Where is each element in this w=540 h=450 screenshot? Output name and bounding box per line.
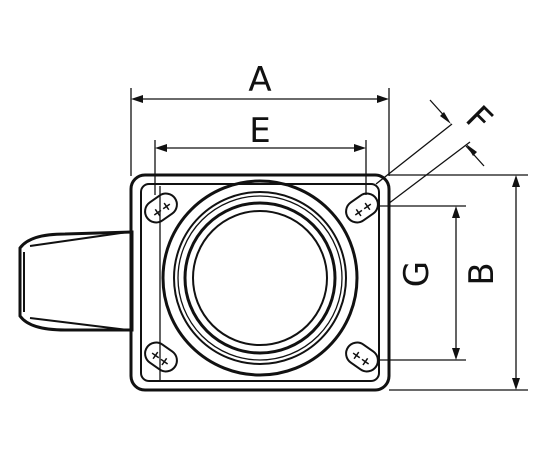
dimension-b-label: B <box>462 262 502 285</box>
dimension-a-label: A <box>248 60 271 100</box>
svg-text:++: ++ <box>347 347 373 372</box>
mounting-hole-bottom-right: ++ <box>345 341 379 373</box>
mounting-hole-top-right: ++ <box>345 192 379 224</box>
mounting-hole-top-left: ++ <box>144 192 178 224</box>
mounting-hole-bottom-left: ++ <box>144 341 178 373</box>
svg-text:++: ++ <box>146 347 172 372</box>
svg-text:++: ++ <box>350 198 376 223</box>
central-bore <box>161 179 359 377</box>
dimension-e-label: E <box>249 111 270 151</box>
flange-plate <box>129 173 391 392</box>
dimension-g <box>378 205 466 361</box>
dimension-e <box>154 140 367 195</box>
dimension-f <box>375 99 485 205</box>
dimension-b <box>389 174 528 391</box>
dimension-f-label: F <box>458 98 500 140</box>
side-stem <box>18 230 134 332</box>
dimension-g-label: G <box>397 261 437 287</box>
svg-text:++: ++ <box>149 198 175 223</box>
dimension-a <box>130 88 390 176</box>
